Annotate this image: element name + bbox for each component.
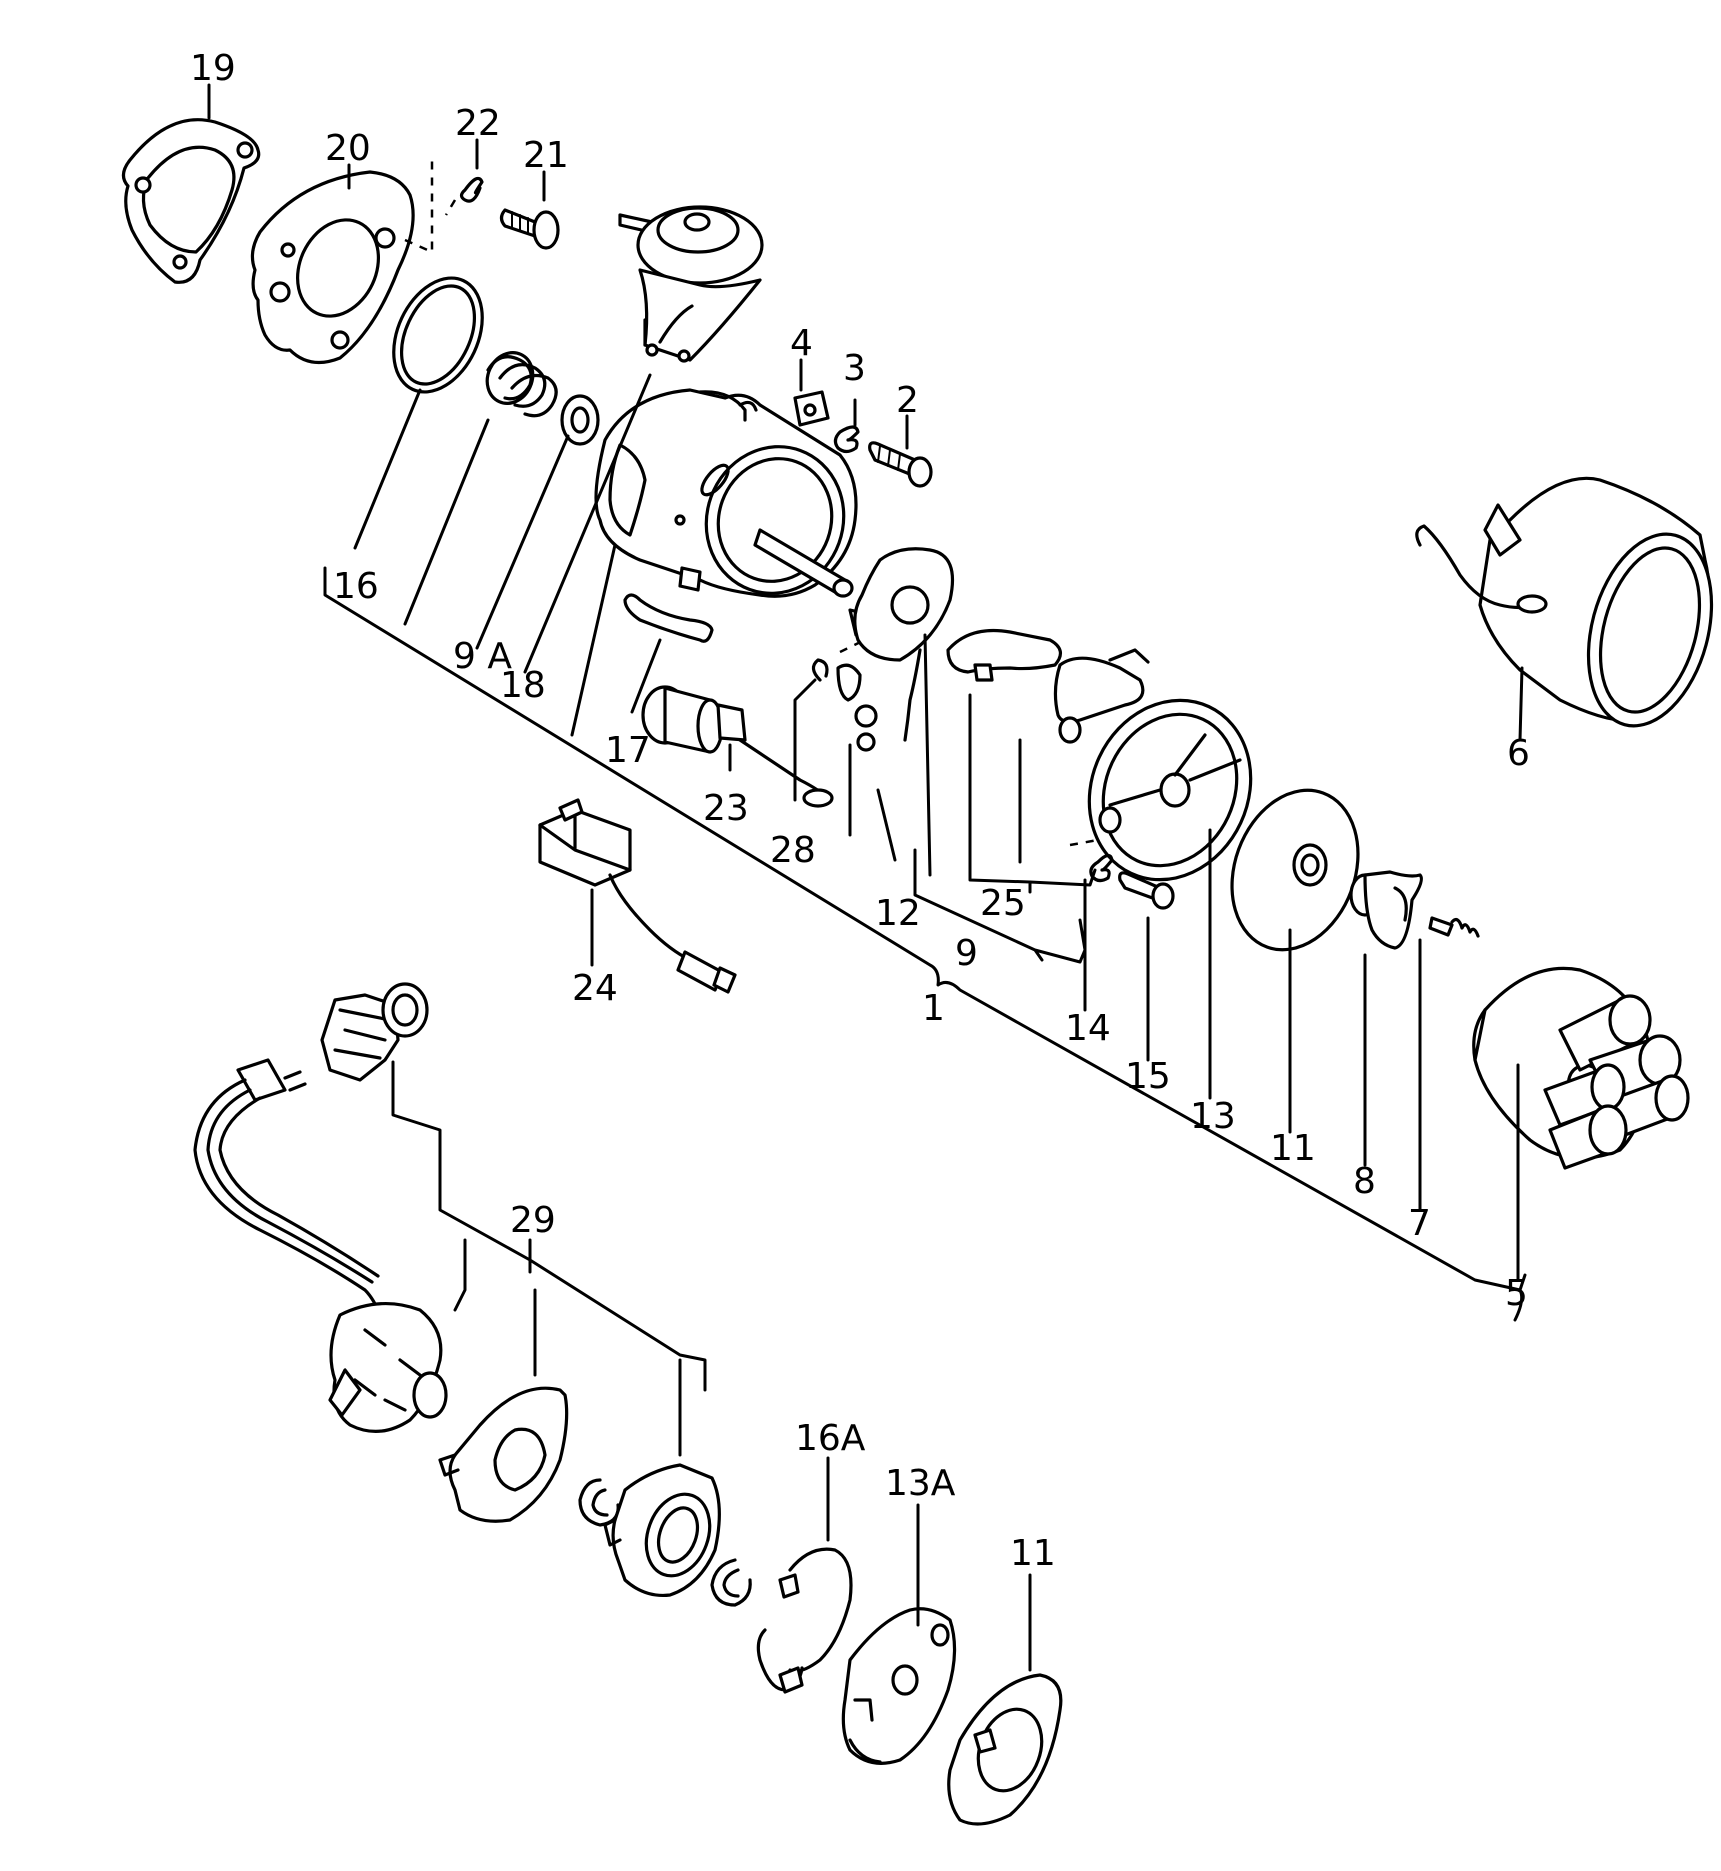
part-24-module: [538, 798, 737, 994]
callout-28: 28: [770, 830, 816, 871]
part-trigger-disc: [438, 1386, 569, 1523]
callout-2: 2: [896, 380, 919, 421]
callout-1: 1: [922, 988, 945, 1029]
part-6-cover: [1415, 476, 1714, 728]
part-29-hall-sender-assembly: [193, 982, 448, 1434]
part-3-lock-washer: [833, 425, 860, 454]
callout-16: 16: [333, 566, 379, 607]
callout-11b: 11: [1010, 1533, 1056, 1574]
callout-23: 23: [703, 788, 749, 829]
part-13a-plate: [841, 1607, 957, 1765]
callout-11: 11: [1270, 1128, 1316, 1169]
part-7-spring: [1428, 916, 1480, 938]
part-5-distributor-cap: [1472, 966, 1690, 1170]
part-11-bottom-disc: [947, 1673, 1063, 1826]
callout-7: 7: [1408, 1203, 1431, 1244]
part-12-breaker-plate: [853, 547, 955, 742]
part-2-bolt: [868, 441, 933, 488]
callout-5: 5: [1505, 1273, 1528, 1314]
part-vacuum-unit: [618, 205, 764, 363]
part-15-screw: [1118, 871, 1175, 910]
callout-9a: 9 A: [453, 636, 512, 677]
part-25-contact-set: [946, 628, 1150, 744]
part-19-gasket: [121, 118, 261, 284]
callout-8: 8: [1353, 1161, 1376, 1202]
callout-3: 3: [843, 348, 866, 389]
part-17-clip: [623, 593, 714, 643]
part-collar: [603, 1463, 721, 1598]
callout-6: 6: [1507, 733, 1530, 774]
callout-29: 29: [510, 1200, 556, 1241]
callout-22: 22: [455, 103, 501, 144]
callout-25: 25: [980, 883, 1026, 924]
part-20-flange: [250, 170, 415, 365]
callout-12: 12: [875, 893, 921, 934]
part-14-washer: [1089, 853, 1114, 883]
callout-20: 20: [325, 128, 371, 169]
part-16-o-ring: [392, 276, 484, 394]
part-23-condenser: [641, 685, 834, 808]
part-18-washer: [560, 394, 600, 446]
callout-14: 14: [1065, 1008, 1111, 1049]
callout-13: 13: [1190, 1096, 1236, 1137]
part-21-screw: [499, 208, 560, 250]
part-circlip-b: [710, 1558, 752, 1607]
part-9a-spring: [485, 351, 558, 418]
callout-labels: 19 20 22 21 4 3 2 16 9 A 18 17 23 28 12 …: [190, 48, 1530, 1574]
callout-13a: 13A: [885, 1463, 956, 1504]
callout-17: 17: [605, 730, 651, 771]
callout-9: 9: [955, 933, 978, 974]
part-22-clip: [459, 176, 484, 203]
callout-19: 19: [190, 48, 236, 89]
part-circlip-a: [578, 1478, 620, 1527]
callout-15: 15: [1125, 1056, 1171, 1097]
part-8-rotor-arm: [1349, 870, 1423, 950]
part-4-nut: [793, 390, 830, 427]
callout-4: 4: [790, 323, 813, 364]
callout-16a: 16A: [795, 1418, 866, 1459]
callout-21: 21: [523, 135, 569, 176]
part-16a-ring: [756, 1547, 853, 1694]
callout-24: 24: [572, 968, 618, 1009]
leader-lines: [207, 83, 1527, 1672]
callout-18: 18: [500, 665, 546, 706]
part-distributor-housing: [594, 388, 858, 598]
